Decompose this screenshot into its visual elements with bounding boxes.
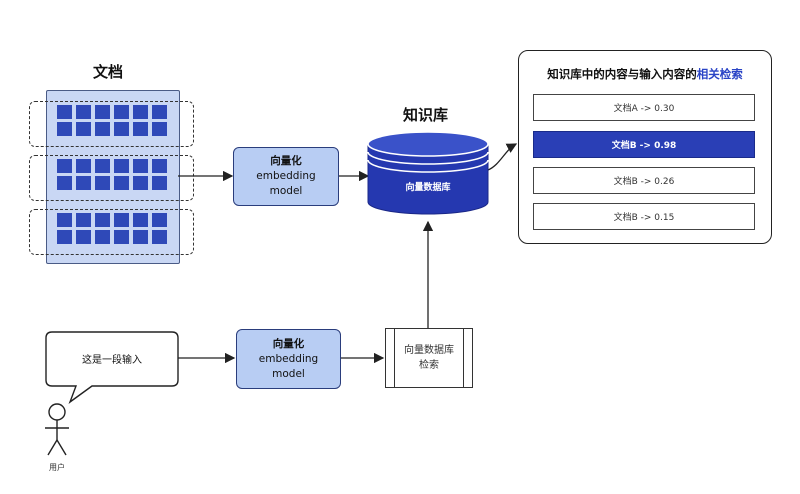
document-cell — [114, 105, 129, 119]
retrieval-results-panel: 知识库中的内容与输入内容的相关检索 文档A -> 0.30 文档B -> 0.9… — [518, 50, 772, 244]
document-cell — [95, 122, 110, 136]
embedding-bottom-line2: embedding — [258, 352, 319, 365]
results-title-highlight: 相关检索 — [696, 67, 743, 81]
result-row-1-label: 文档A -> 0.30 — [613, 104, 675, 114]
document-cell — [95, 230, 110, 244]
document-cell — [57, 176, 72, 190]
document-cell — [152, 213, 167, 227]
result-row-4: 文档B -> 0.15 — [533, 203, 755, 230]
document-chunk-2 — [29, 155, 194, 201]
vector-database-icon — [367, 131, 489, 215]
document-cell — [114, 159, 129, 173]
document-cell — [152, 230, 167, 244]
document-chunk-3 — [29, 209, 194, 255]
user-input-text: 这是一段输入 — [82, 355, 142, 366]
document-cell — [76, 230, 91, 244]
document-cell — [133, 159, 148, 173]
speech-bubble — [45, 331, 179, 404]
vector-db-search-box: 向量数据库 检索 — [385, 328, 473, 388]
document-cell — [57, 105, 72, 119]
user-icon — [45, 403, 69, 456]
document-cell — [152, 105, 167, 119]
result-row-2: 文档B -> 0.98 — [533, 131, 755, 158]
document-cell — [95, 159, 110, 173]
embedding-model-bottom: 向量化 embedding model — [236, 329, 341, 389]
document-cell — [133, 122, 148, 136]
result-row-2-label: 文档B -> 0.98 — [611, 141, 677, 151]
document-cell — [133, 230, 148, 244]
document-cell — [95, 176, 110, 190]
result-row-4-label: 文档B -> 0.15 — [613, 213, 675, 223]
vector-db-label: 向量数据库 — [405, 183, 451, 193]
document-cell — [152, 122, 167, 136]
embedding-top-line1: 向量化 — [270, 155, 302, 167]
arrow-db-to-results — [487, 143, 518, 171]
embedding-top-line3: model — [269, 185, 303, 197]
document-cell — [76, 122, 91, 136]
document-cell — [114, 230, 129, 244]
document-cell — [76, 105, 91, 119]
document-cell — [152, 176, 167, 190]
search-line2: 检索 — [419, 360, 439, 371]
document-cell — [57, 122, 72, 136]
document-cell — [76, 176, 91, 190]
document-cell — [76, 213, 91, 227]
search-box-right-bar — [463, 329, 464, 387]
results-title: 知识库中的内容与输入内容的相关检索 — [519, 66, 771, 82]
document-cell — [76, 159, 91, 173]
document-cell — [95, 105, 110, 119]
document-cell — [57, 159, 72, 173]
search-line1: 向量数据库 — [404, 345, 454, 356]
embedding-bottom-line1: 向量化 — [272, 337, 305, 350]
document-cell — [114, 122, 129, 136]
result-row-3-label: 文档B -> 0.26 — [613, 177, 675, 187]
embedding-model-top: 向量化 embedding model — [233, 147, 339, 206]
embedding-bottom-line3: model — [272, 367, 305, 380]
knowledge-base-title: 知识库 — [403, 106, 449, 124]
result-row-1: 文档A -> 0.30 — [533, 94, 755, 121]
document-cell — [95, 213, 110, 227]
user-label: 用户 — [49, 463, 65, 472]
document-cell — [133, 176, 148, 190]
document-cell — [114, 176, 129, 190]
document-cell — [114, 213, 129, 227]
documents-title: 文档 — [93, 63, 124, 81]
results-title-prefix: 知识库中的内容与输入内容的 — [547, 67, 697, 81]
document-cell — [57, 213, 72, 227]
search-box-left-bar — [394, 329, 395, 387]
document-cell — [133, 213, 148, 227]
document-cell — [152, 159, 167, 173]
documents-panel — [46, 90, 180, 264]
embedding-top-line2: embedding — [256, 170, 316, 182]
document-cell — [133, 105, 148, 119]
document-cell — [57, 230, 72, 244]
document-chunk-1 — [29, 101, 194, 147]
result-row-3: 文档B -> 0.26 — [533, 167, 755, 194]
